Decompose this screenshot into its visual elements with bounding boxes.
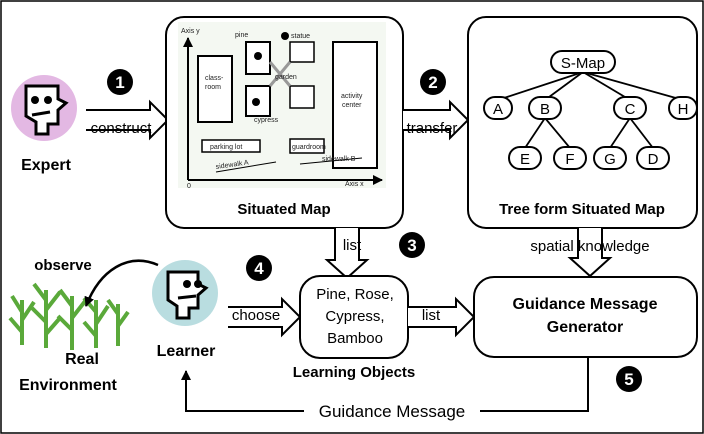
tree-map-box <box>467 16 698 229</box>
tree-node-h: H <box>668 96 698 120</box>
cypress-marker <box>252 98 260 106</box>
tree-node-root: S-Map <box>550 50 616 74</box>
tree-node-a: A <box>483 96 513 120</box>
guidance-feedback-line-right <box>480 357 589 412</box>
tree-node-b: B <box>528 96 562 120</box>
step-number-2: 2 <box>428 73 437 92</box>
real-environment-plants-icon <box>8 282 130 350</box>
parking-lot <box>201 139 261 153</box>
guidance-message-label: Guidance Message <box>319 402 465 421</box>
garden-label: garden <box>275 74 297 81</box>
list-right-arrow <box>408 296 476 338</box>
real-environment-label-1: Real <box>65 351 99 368</box>
guardroom-building <box>289 138 325 154</box>
svg-text:E: E <box>520 151 530 168</box>
activity-center-building <box>332 41 378 169</box>
classroom-label-2: room <box>205 84 221 91</box>
tree-node-g: G <box>593 146 627 170</box>
generator-label-2: Generator <box>547 319 623 336</box>
cypress-label: cypress <box>254 117 279 124</box>
activity-center-label-1: activity <box>341 93 363 100</box>
svg-text:H: H <box>678 101 689 118</box>
learning-object-line-2: Cypress, <box>325 308 384 325</box>
step-number-4: 4 <box>254 259 264 278</box>
garden-plot-ne <box>289 41 315 63</box>
step-number-3: 3 <box>407 236 416 255</box>
garden-plot-se <box>289 85 315 109</box>
statue-label: statue <box>291 33 310 40</box>
choose-label: choose <box>232 307 280 324</box>
tree-node-d: D <box>636 146 670 170</box>
pine-label: pine <box>235 32 248 39</box>
axis-y-label: Axis y <box>181 28 200 35</box>
parking-lot-label: parking lot <box>210 144 242 151</box>
spatial-knowledge-label: spatial knowledge <box>530 238 649 255</box>
guidance-generator-box <box>473 276 698 358</box>
svg-text:A: A <box>493 101 503 118</box>
step-badge-5: 5 <box>616 366 642 392</box>
expert-label: Expert <box>21 157 71 174</box>
situated-map-image: Axis y Axis x 0 pine statue class- room … <box>178 22 386 190</box>
real-environment-label-2: Environment <box>19 377 117 394</box>
tree-node-c: C <box>613 96 647 120</box>
tree-edges <box>497 71 684 149</box>
list-down-label: list <box>343 237 362 254</box>
learner-icon <box>152 260 218 326</box>
transfer-label: transfer <box>407 120 458 137</box>
tree-node-f: F <box>553 146 587 170</box>
svg-text:S-Map: S-Map <box>561 55 605 72</box>
situated-map-caption: Situated Map <box>237 201 330 218</box>
svg-text:F: F <box>565 151 574 168</box>
axis-x-label: Axis x <box>345 181 364 188</box>
guardroom-label: guardroom <box>292 144 326 151</box>
svg-text:G: G <box>604 151 616 168</box>
learning-objects-caption: Learning Objects <box>293 364 416 381</box>
guidance-feedback-line-left <box>181 370 304 412</box>
svg-text:D: D <box>648 151 659 168</box>
list-right-label: list <box>422 307 441 324</box>
svg-text:C: C <box>625 101 636 118</box>
sidewalk-b-label: sidewalk B <box>322 156 356 163</box>
step-badge-4: 4 <box>246 255 272 281</box>
activity-center-label-2: center <box>342 102 362 109</box>
pine-marker <box>254 52 262 60</box>
expert-icon <box>11 75 77 141</box>
construct-label: construct <box>91 120 153 137</box>
tree-node-e: E <box>508 146 542 170</box>
step-badge-2: 2 <box>420 69 446 95</box>
classroom-building <box>197 55 233 123</box>
svg-text:B: B <box>540 101 550 118</box>
step-badge-1: 1 <box>107 69 133 95</box>
statue-marker <box>281 32 289 40</box>
origin-label: 0 <box>187 183 191 190</box>
observe-arrow <box>84 259 159 307</box>
learning-object-line-1: Pine, Rose, <box>316 286 394 303</box>
learner-label: Learner <box>157 343 216 360</box>
step-badge-3: 3 <box>399 232 425 258</box>
sidewalk-a-label: sidewalk A <box>215 159 249 171</box>
tree-map-caption: Tree form Situated Map <box>499 201 665 218</box>
step-number-5: 5 <box>624 370 633 389</box>
classroom-label-1: class- <box>205 75 224 82</box>
learning-object-line-3: Bamboo <box>327 330 383 347</box>
step-number-1: 1 <box>115 73 124 92</box>
observe-label: observe <box>34 257 92 274</box>
generator-label-1: Guidance Message <box>513 296 658 313</box>
